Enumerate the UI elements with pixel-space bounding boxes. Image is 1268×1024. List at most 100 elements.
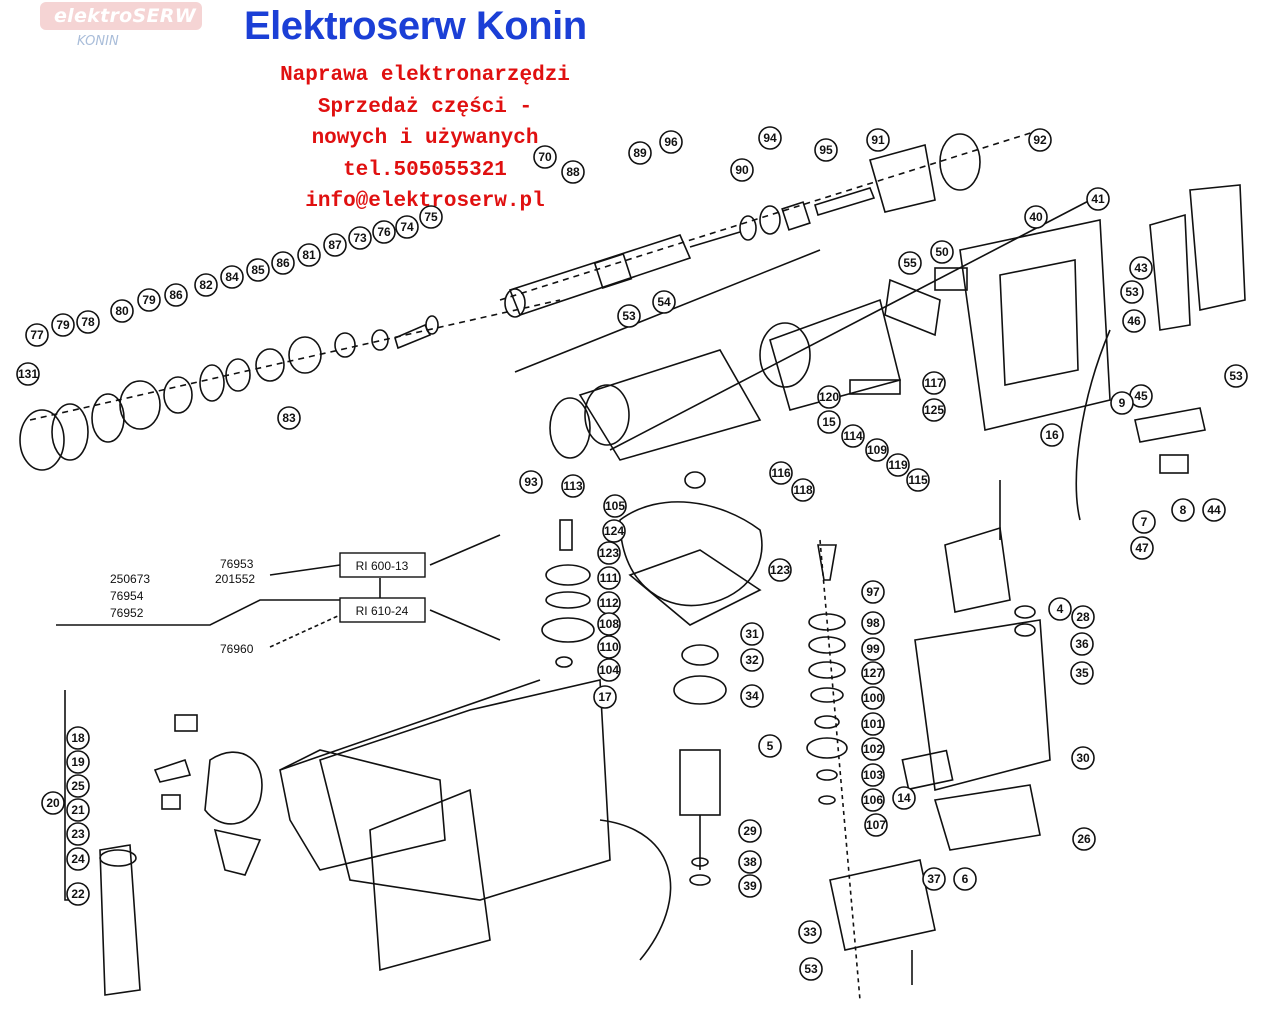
callout-label: 32 [745,653,759,667]
code-76953: 76953 [220,557,254,571]
callout-circle [817,410,841,434]
callout-circle [953,867,977,891]
ring-part-73 [371,329,389,351]
callout-label: 34 [745,689,759,703]
callout-circle [533,145,557,169]
callout-label: 114 [843,429,863,443]
callout-circle [922,371,946,395]
callout-76: 76 [372,220,396,244]
model-bracket-upper [269,564,341,576]
callout-circle [602,519,626,543]
callout-label: 53 [804,962,818,976]
callout-circle [597,541,621,565]
callout-15: 15 [817,410,841,434]
callout-circle [738,850,762,874]
callout-label: 53 [1229,369,1243,383]
callout-95: 95 [814,138,838,162]
ring-part-100 [810,687,844,703]
callout-circle [864,813,888,837]
callout-label: 6 [962,872,969,886]
callout-circle [597,566,621,590]
callout-label: 38 [743,855,757,869]
left-assembly-axis [29,299,561,421]
diagram-linework [19,129,1246,1001]
callout-25: 25 [66,774,90,798]
callout-label: 25 [71,779,85,793]
callout-116: 116 [769,461,793,485]
callout-circle [76,310,100,334]
callout-circle [66,882,90,906]
page-title: Elektroserw Konin [244,4,587,48]
callout-90: 90 [730,158,754,182]
callout-127: 127 [861,661,885,685]
callout-label: 46 [1127,314,1141,328]
callout-36: 36 [1070,632,1094,656]
callout-label: 19 [71,755,85,769]
callout-43: 43 [1129,256,1153,280]
callout-101: 101 [861,712,885,736]
callout-79: 79 [137,288,161,312]
callout-108: 108 [597,612,621,636]
logo-badge [40,2,202,30]
fan-part-34 [673,675,727,705]
tool-power-cord [599,819,672,961]
callout-26: 26 [1072,827,1096,851]
callout-label: 97 [866,585,880,599]
ad-line-email: info@elektroserw.pl [305,190,545,213]
ring-part-99 [808,636,846,654]
shaft-part-97 [817,544,837,581]
callout-110: 110 [597,635,621,659]
callout-40: 40 [1024,205,1048,229]
callout-circle [768,558,792,582]
callout-label: 8 [1180,503,1187,517]
code-76954: 76954 [110,589,144,603]
gear-housing-113 [578,349,762,461]
stator-part-4 [944,526,1011,613]
callout-circle [1071,746,1095,770]
callout-circle [866,128,890,152]
callout-label: 103 [863,768,883,782]
callout-86: 86 [271,251,295,275]
striker-rod-89 [689,231,741,248]
callout-circle [861,686,885,710]
callout-label: 104 [599,663,619,677]
model-box-ri-610-24 [339,597,426,623]
callout-79: 79 [51,313,75,337]
ring-part-106 [818,795,836,805]
callout-113: 113 [561,474,585,498]
callout-circle [861,637,885,661]
flange-part-31 [628,549,762,626]
callout-circle [246,258,270,282]
brush-part-125 [849,379,901,395]
callout-70: 70 [533,145,557,169]
motor-housing-30 [914,619,1051,792]
shaft-part-123 [559,519,573,551]
callout-9: 9 [1110,391,1134,415]
callout-103: 103 [861,763,885,787]
callout-circle [814,138,838,162]
callout-label: 53 [622,309,636,323]
callout-7: 7 [1132,510,1156,534]
callout-125: 125 [922,398,946,422]
ring-part-87 [334,332,356,358]
washer-part-38 [691,857,709,867]
callout-80: 80 [110,299,134,323]
ad-line-phone: tel.505055321 [343,158,507,182]
power-cord-47 [1075,329,1111,521]
ring-part-75 [425,315,439,335]
callout-118: 118 [791,478,815,502]
callout-114: 114 [841,424,865,448]
logo-subtext: KONIN [77,34,119,49]
callout-117: 117 [922,371,946,395]
callout-label: 21 [71,803,85,817]
callout-92: 92 [1028,128,1052,152]
callout-115: 115 [906,468,930,492]
callout-label: 112 [599,596,619,610]
callout-circle [906,468,930,492]
gear-part-110 [541,617,595,643]
callout-circle [1110,391,1134,415]
brush-holder-50 [934,267,968,291]
block-part-8 [1159,454,1189,474]
callout-circle [271,251,295,275]
